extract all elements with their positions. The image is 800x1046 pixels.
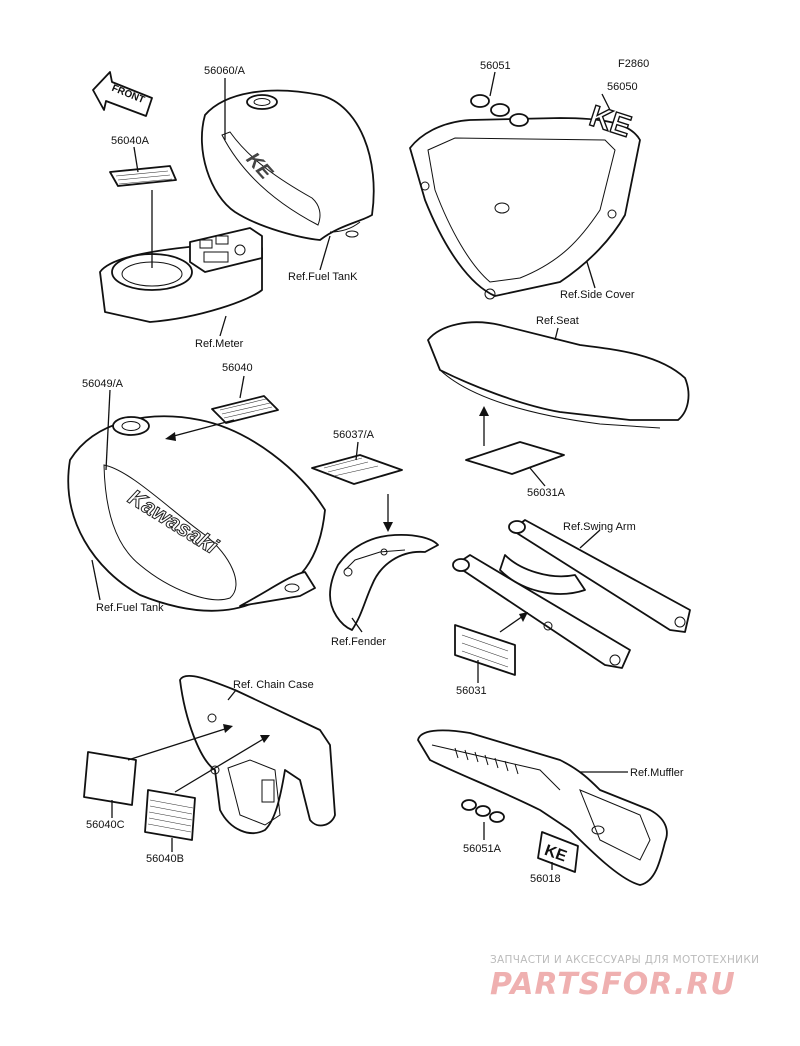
seat-drawing <box>427 321 690 475</box>
label-ref-swing-arm: Ref.Swing Arm <box>563 521 636 533</box>
label-ref-chain-case: Ref. Chain Case <box>233 679 314 691</box>
fuel-tank-top-drawing: KE <box>201 89 375 241</box>
label-56040: 56040 <box>222 362 253 374</box>
watermark-tagline: ЗАПЧАСТИ И АКСЕССУАРЫ ДЛЯ МОТОТЕХНИКИ <box>490 954 759 966</box>
chain-case-drawing <box>83 675 336 841</box>
side-cover-drawing: KE <box>409 94 641 300</box>
label-56051a: 56051A <box>463 843 502 855</box>
leader-lines <box>91 71 628 870</box>
emblem-56051 <box>470 94 529 127</box>
figure-code: F2860 <box>618 58 649 70</box>
emblem-ke-small: KE <box>542 842 569 866</box>
label-ref-side-cover: Ref.Side Cover <box>560 289 635 301</box>
label-56060a: 56060/A <box>204 65 246 77</box>
label-ref-fender: Ref.Fender <box>331 636 386 648</box>
label-56037a: 56037/A <box>333 429 375 441</box>
front-direction-arrow: FRONT <box>92 71 153 117</box>
label-ref-fuel-tank-top: Ref.Fuel TanK <box>288 271 358 283</box>
fuel-tank-main-drawing: Kawasaki <box>67 395 326 612</box>
muffler-drawing: KE <box>417 729 668 886</box>
label-ref-seat: Ref.Seat <box>536 315 579 327</box>
watermark-logo: PARTSFOR.RU <box>490 967 736 1002</box>
watermark: ЗАПЧАСТИ И АКСЕССУАРЫ ДЛЯ МОТОТЕХНИКИ PA… <box>490 954 759 1002</box>
label-56040c: 56040C <box>86 819 125 831</box>
label-56031: 56031 <box>456 685 487 697</box>
label-ref-muffler: Ref.Muffler <box>630 767 684 779</box>
label-ref-meter: Ref.Meter <box>195 338 244 350</box>
emblem-56051a <box>461 799 505 823</box>
label-56018: 56018 <box>530 873 561 885</box>
part-labels: 56060/A 56040A 56051 56050 Ref.Fuel TanK… <box>82 60 684 885</box>
swing-arm-drawing <box>452 519 691 676</box>
label-ref-fuel-tank: Ref.Fuel Tank <box>96 602 164 614</box>
meter-drawing <box>99 165 263 323</box>
label-56051: 56051 <box>480 60 511 72</box>
label-56040a: 56040A <box>111 135 150 147</box>
label-56050: 56050 <box>607 81 638 93</box>
label-56049a: 56049/A <box>82 378 124 390</box>
label-56031a: 56031A <box>527 487 566 499</box>
fender-drawing <box>311 454 439 631</box>
label-56040b: 56040B <box>146 853 184 865</box>
